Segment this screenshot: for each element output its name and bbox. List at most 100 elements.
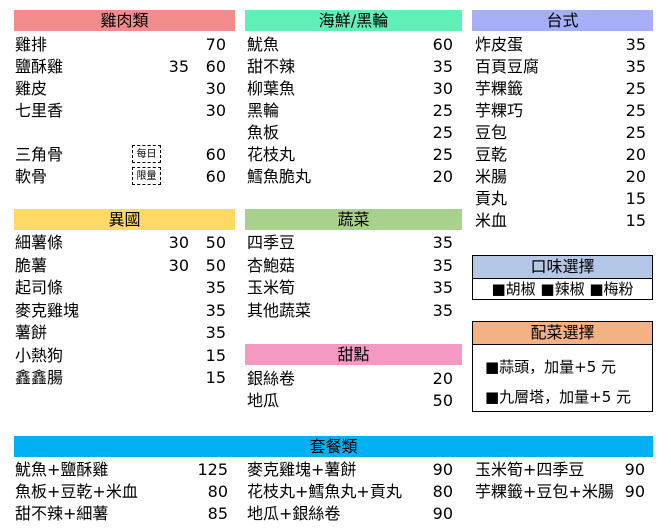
flavor-title: 口味選擇 — [473, 256, 652, 279]
list-item: 貢丸 15 — [475, 188, 646, 210]
item-small-price: 30 — [168, 233, 189, 252]
list-item: 軟骨 60 — [15, 166, 226, 188]
item-name: 柳葉魚 — [247, 79, 296, 98]
list-item: 花枝丸+鱈魚丸+貢丸 80 — [247, 481, 453, 503]
daily-tag: 每日 — [132, 145, 161, 163]
list-item: 米血 15 — [475, 210, 646, 232]
list-item: 地瓜+銀絲卷 90 — [247, 503, 453, 525]
item-small-price: 30 — [168, 255, 189, 275]
item-price: 15 — [625, 211, 646, 230]
seafood-header: 海鮮/黑輪 — [245, 10, 462, 31]
item-name: 甜不辣 — [247, 57, 296, 76]
item-price: 50 — [432, 391, 453, 410]
item-name: 豆包 — [475, 123, 508, 142]
taiwan-header: 台式 — [472, 10, 653, 31]
item-name: 芋粿籤 — [475, 79, 524, 98]
item-price: 20 — [432, 369, 453, 388]
side-title: 配菜選擇 — [473, 322, 652, 345]
item-name: 四季豆 — [247, 233, 296, 252]
item-price: 35 — [205, 278, 226, 297]
item-price: 35 — [432, 233, 453, 252]
item-price: 30 — [205, 79, 226, 98]
item-price: 30 — [205, 101, 226, 120]
item-price: 90 — [624, 460, 645, 479]
side-option-basil: ■九層塔，加量+5 元 — [485, 388, 632, 406]
item-price: 80 — [432, 482, 453, 501]
combo-header: 套餐類 — [14, 436, 653, 457]
item-price: 15 — [205, 368, 226, 387]
item-price: 35 — [432, 300, 453, 320]
item-name: 小熱狗 — [15, 345, 64, 365]
item-name: 貢丸 — [475, 189, 508, 208]
item-price: 80 — [207, 482, 228, 501]
item-price: 25 — [432, 101, 453, 120]
item-price: 85 — [207, 504, 228, 523]
list-item: 黑輪 25 — [247, 100, 453, 122]
item-name: 花枝丸+鱈魚丸+貢丸 — [247, 482, 402, 501]
item-price: 35 — [205, 300, 226, 320]
chicken-header: 雞肉類 — [14, 10, 235, 31]
item-price: 125 — [197, 460, 228, 479]
item-name: 鑫鑫腸 — [15, 368, 64, 387]
dessert-header: 甜點 — [245, 344, 462, 365]
item-name: 花枝丸 — [247, 145, 296, 164]
item-name: 鹽酥雞 — [15, 57, 64, 76]
item-name: 米血 — [475, 211, 508, 230]
flavor-options: ■胡椒 ■辣椒 ■梅粉 — [491, 280, 634, 298]
list-item: 七里香 30 — [15, 100, 226, 122]
item-price: 20 — [625, 167, 646, 186]
item-price: 35 — [205, 323, 226, 342]
item-name: 三角骨 — [15, 145, 64, 164]
item-price: 50 — [205, 255, 226, 275]
item-name: 軟骨 — [15, 167, 48, 186]
item-price: 90 — [432, 504, 453, 523]
item-name: 雞排 — [15, 35, 48, 54]
item-name: 七里香 — [15, 101, 64, 120]
item-price: 60 — [205, 145, 226, 164]
item-name: 豆乾 — [475, 145, 508, 164]
item-name: 起司條 — [15, 278, 64, 297]
item-name: 玉米筍+四季豆 — [475, 460, 585, 479]
item-name: 炸皮蛋 — [475, 35, 524, 54]
item-price: 25 — [625, 101, 646, 120]
item-name: 地瓜+銀絲卷 — [247, 504, 341, 523]
item-name: 鱈魚脆丸 — [247, 167, 312, 186]
item-name: 芋粿巧 — [475, 101, 524, 120]
item-price: 60 — [205, 167, 226, 186]
item-name: 百頁豆腐 — [475, 57, 540, 76]
item-name: 銀絲卷 — [247, 369, 296, 388]
limited-tag: 限量 — [132, 167, 161, 185]
list-item: 鑫鑫腸 15 — [15, 367, 226, 389]
item-name: 黑輪 — [247, 101, 280, 120]
item-price: 35 — [625, 57, 646, 76]
item-name: 玉米筍 — [247, 278, 296, 297]
item-price: 15 — [625, 189, 646, 208]
item-price: 90 — [432, 460, 453, 479]
item-price: 90 — [624, 482, 645, 501]
item-name: 脆薯 — [15, 255, 48, 275]
list-item: 玉米筍+四季豆 90 — [475, 459, 645, 481]
item-name: 杏鮑菇 — [247, 255, 296, 275]
list-item: 脆薯 30 50 — [15, 255, 226, 277]
item-price: 60 — [205, 57, 226, 76]
